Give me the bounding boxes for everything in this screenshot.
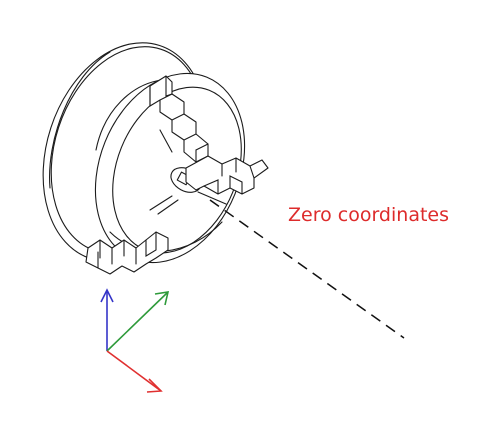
- axis-x-arrowhead: [146, 378, 163, 393]
- axis-z-arrowhead: [100, 288, 114, 303]
- axis-y-arrowhead: [154, 291, 170, 306]
- coordinate-axes: [100, 288, 170, 393]
- jaw-bottom: [85, 231, 169, 275]
- axis-y-arrow: [106, 291, 169, 352]
- jaw-slots: [149, 129, 227, 215]
- jaw-right: [185, 155, 269, 195]
- zero-coordinates-label: Zero coordinates: [288, 204, 449, 226]
- jaw-top: [149, 75, 209, 163]
- axis-x-arrow: [106, 350, 162, 392]
- zero-guide-line: [209, 199, 405, 339]
